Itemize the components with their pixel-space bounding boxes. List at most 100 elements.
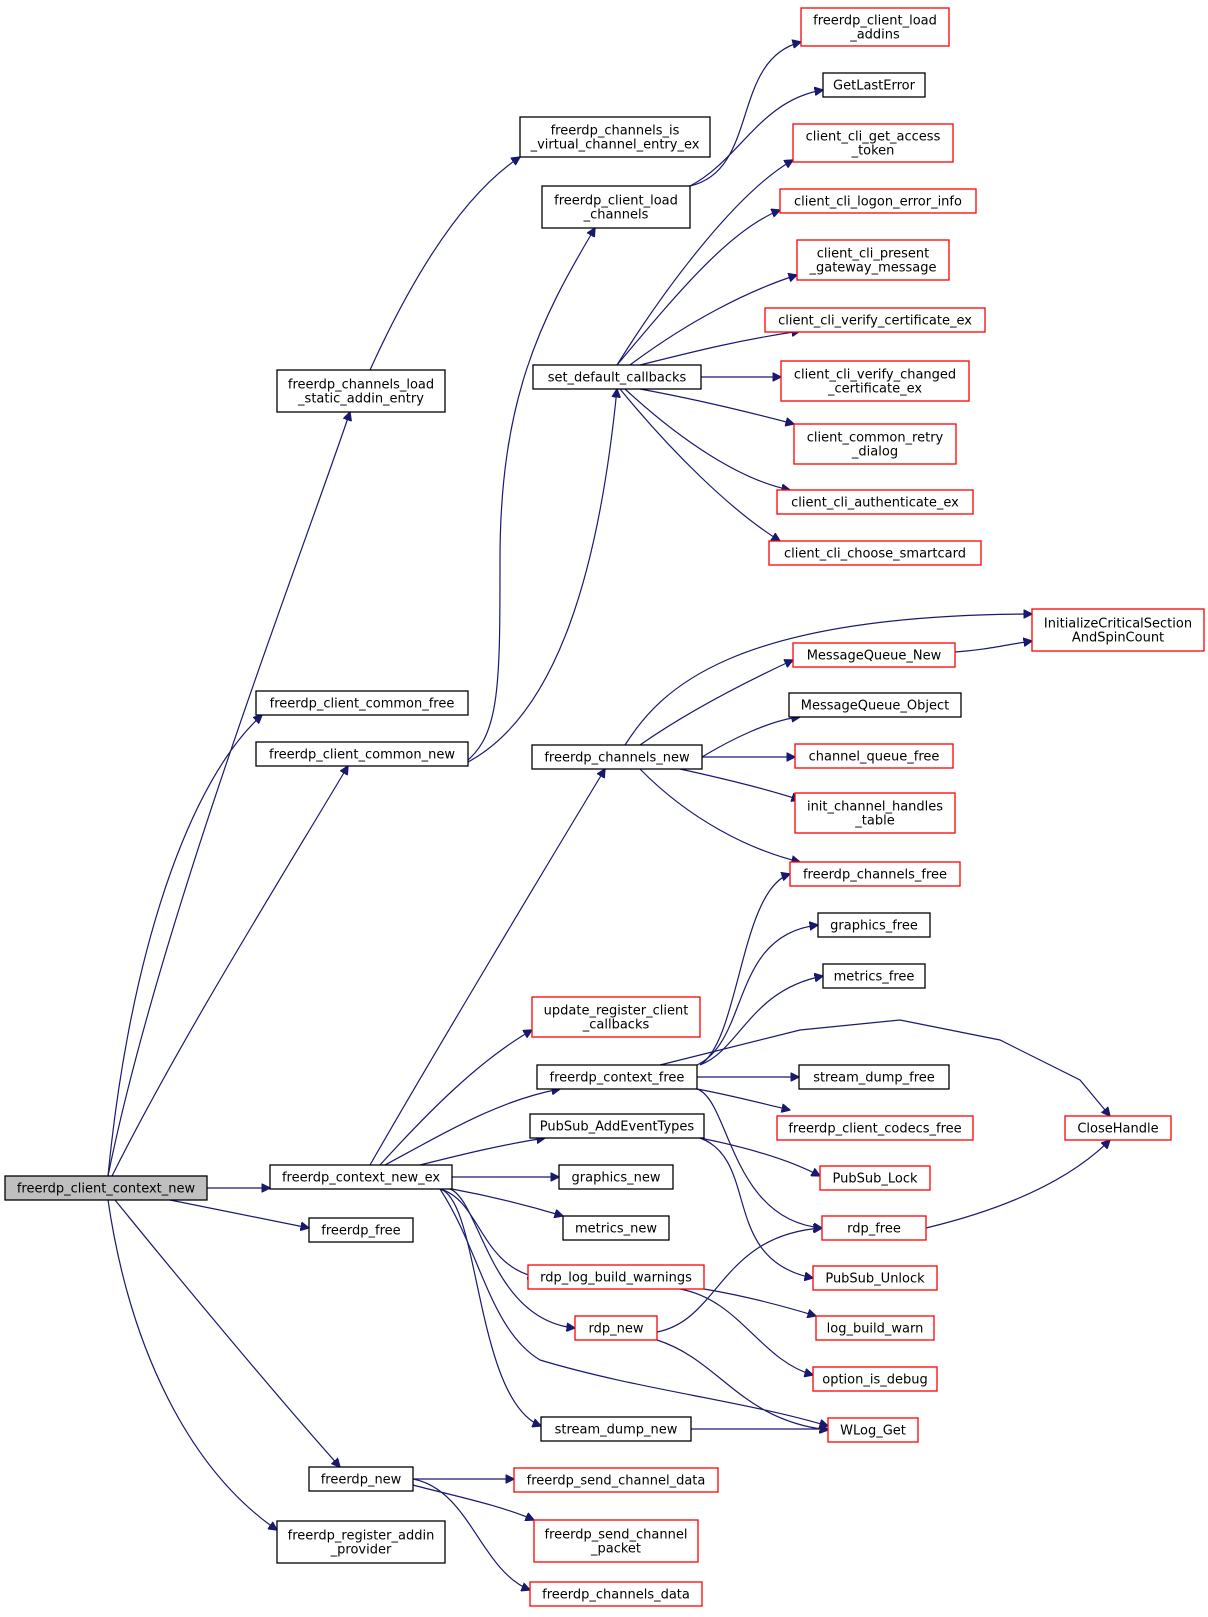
node-label: set_default_callbacks — [548, 371, 687, 386]
node-label: init_channel_handles — [807, 800, 943, 815]
node-box — [536, 1064, 698, 1090]
node-box — [531, 996, 701, 1038]
node-box — [800, 7, 950, 47]
edge-freerdp_new-to-channels_data — [412, 1478, 530, 1590]
node-send-ch-data[interactable]: freerdp_send_channel_data — [513, 1467, 719, 1493]
edge-channels_new-to-mq_new — [639, 660, 793, 746]
node-is-virtual[interactable]: freerdp_channels_is_virtual_channel_entr… — [519, 116, 711, 158]
node-load-addins[interactable]: freerdp_client_load_addins — [800, 7, 950, 47]
node-log-warn[interactable]: log_build_warn — [815, 1315, 935, 1341]
node-getlasterror[interactable]: GetLastError — [822, 72, 926, 98]
node-box — [574, 1315, 658, 1341]
node-authenticate[interactable]: client_cli_authenticate_ex — [776, 489, 974, 515]
edge-root-to-freerdp_new — [114, 1199, 340, 1467]
node-wlog-get[interactable]: WLog_Get — [827, 1417, 919, 1443]
edge-channels_new-to-channels_free — [639, 768, 800, 862]
edge-path — [659, 1019, 1110, 1116]
node-label: PubSub_AddEventTypes — [540, 1120, 695, 1135]
node-box — [529, 1113, 705, 1139]
node-send-ch-packet[interactable]: freerdp_send_channel_packet — [533, 1519, 699, 1563]
node-label: _callbacks — [582, 1018, 650, 1033]
edge-root-to-freerdp_free — [169, 1199, 309, 1228]
node-freerdp-new[interactable]: freerdp_new — [308, 1466, 414, 1492]
node-load-channels[interactable]: freerdp_client_load_channels — [541, 185, 691, 229]
node-get-access[interactable]: client_cli_get_access_token — [792, 123, 954, 163]
node-verify-changed[interactable]: client_cli_verify_changed_certificate_ex — [780, 360, 970, 402]
node-verify-cert[interactable]: client_cli_verify_certificate_ex — [764, 307, 986, 333]
node-box — [815, 1315, 935, 1341]
node-sdump-free[interactable]: stream_dump_free — [798, 1064, 950, 1090]
edge-path — [639, 388, 794, 424]
edge-path — [107, 715, 262, 1177]
edge-path — [114, 1199, 340, 1467]
node-freerdp-free[interactable]: freerdp_free — [308, 1217, 414, 1243]
node-label: client_cli_logon_error_info — [794, 195, 962, 210]
node-label: _addins — [849, 28, 900, 43]
edge-common_new-to-set_default — [459, 389, 617, 767]
node-common-free[interactable]: freerdp_client_common_free — [255, 690, 469, 716]
edge-root-to-load_static — [107, 412, 350, 1177]
node-sdump-new[interactable]: stream_dump_new — [540, 1416, 692, 1442]
node-ctx-new-ex[interactable]: freerdp_context_new_ex — [269, 1164, 453, 1190]
node-codecs-free[interactable]: freerdp_client_codecs_free — [776, 1115, 974, 1141]
node-label: freerdp_client_context_new — [17, 1182, 196, 1197]
node-box — [276, 369, 446, 413]
edge-load_channels-to-load_addins — [689, 42, 801, 187]
node-box — [529, 1581, 703, 1607]
node-pubsub-add[interactable]: PubSub_AddEventTypes — [529, 1113, 705, 1139]
node-load-static[interactable]: freerdp_channels_load_static_addin_entry — [276, 369, 446, 413]
node-box — [768, 540, 982, 566]
edge-path — [639, 331, 800, 366]
node-log-build[interactable]: rdp_log_build_warnings — [527, 1264, 705, 1290]
node-ctx-free[interactable]: freerdp_context_free — [536, 1064, 698, 1090]
node-box — [541, 185, 691, 229]
node-chq-free[interactable]: channel_queue_free — [794, 743, 954, 769]
edge-path — [616, 210, 780, 366]
node-label: option_is_debug — [822, 1373, 928, 1388]
node-init-ch[interactable]: init_channel_handles_table — [794, 792, 956, 834]
node-mq-new[interactable]: MessageQueue_New — [792, 642, 956, 668]
node-label: GetLastError — [833, 79, 916, 94]
edge-path — [412, 1484, 534, 1520]
node-box — [817, 912, 931, 938]
node-pubsub-unlock[interactable]: PubSub_Unlock — [812, 1265, 938, 1291]
node-graphics-new[interactable]: graphics_new — [558, 1164, 674, 1190]
node-box — [1064, 1115, 1172, 1141]
node-label: freerdp_client_common_free — [270, 697, 455, 712]
node-pubsub-lock[interactable]: PubSub_Lock — [819, 1165, 931, 1191]
edge-load_channels-to-getlasterror — [689, 90, 823, 187]
edge-path — [699, 1137, 820, 1176]
node-label: freerdp_channels_load — [288, 378, 434, 393]
node-channels-free[interactable]: freerdp_channels_free — [789, 861, 961, 887]
node-retry-dialog[interactable]: client_common_retry_dialog — [793, 423, 957, 465]
node-label: graphics_new — [572, 1171, 661, 1186]
node-graphics-free[interactable]: graphics_free — [817, 912, 931, 938]
node-rdp-new[interactable]: rdp_new — [574, 1315, 658, 1341]
node-register-addin[interactable]: freerdp_register_addin_provider — [276, 1520, 446, 1564]
node-metrics-free[interactable]: metrics_free — [822, 963, 926, 989]
edge-path — [439, 1188, 541, 1426]
node-rdp-free[interactable]: rdp_free — [821, 1215, 927, 1241]
node-update-reg[interactable]: update_register_client_callbacks — [531, 996, 701, 1038]
node-box — [780, 360, 970, 402]
node-smartcard[interactable]: client_cli_choose_smartcard — [768, 540, 982, 566]
node-opt-debug[interactable]: option_is_debug — [812, 1366, 938, 1392]
node-label: freerdp_channels_data — [542, 1588, 690, 1603]
node-label: freerdp_client_common_new — [269, 748, 455, 763]
node-label: MessageQueue_New — [807, 649, 942, 664]
node-channels-data[interactable]: freerdp_channels_data — [529, 1581, 703, 1607]
node-present-gw[interactable]: client_cli_present_gateway_message — [796, 239, 950, 281]
node-label: _channels — [583, 208, 649, 223]
node-metrics-new[interactable]: metrics_new — [562, 1215, 670, 1241]
node-label: freerdp_new — [321, 1473, 402, 1488]
node-label: rdp_new — [589, 1322, 644, 1337]
node-common-new[interactable]: freerdp_client_common_new — [255, 741, 469, 767]
edge-path — [439, 1188, 536, 1277]
node-mq-object[interactable]: MessageQueue_Object — [788, 692, 962, 718]
node-box — [776, 1115, 974, 1141]
node-channels-new[interactable]: freerdp_channels_new — [531, 744, 703, 770]
node-logon-error[interactable]: client_cli_logon_error_info — [779, 188, 977, 214]
node-closehandle[interactable]: CloseHandle — [1064, 1115, 1172, 1141]
node-set-default[interactable]: set_default_callbacks — [532, 364, 702, 390]
